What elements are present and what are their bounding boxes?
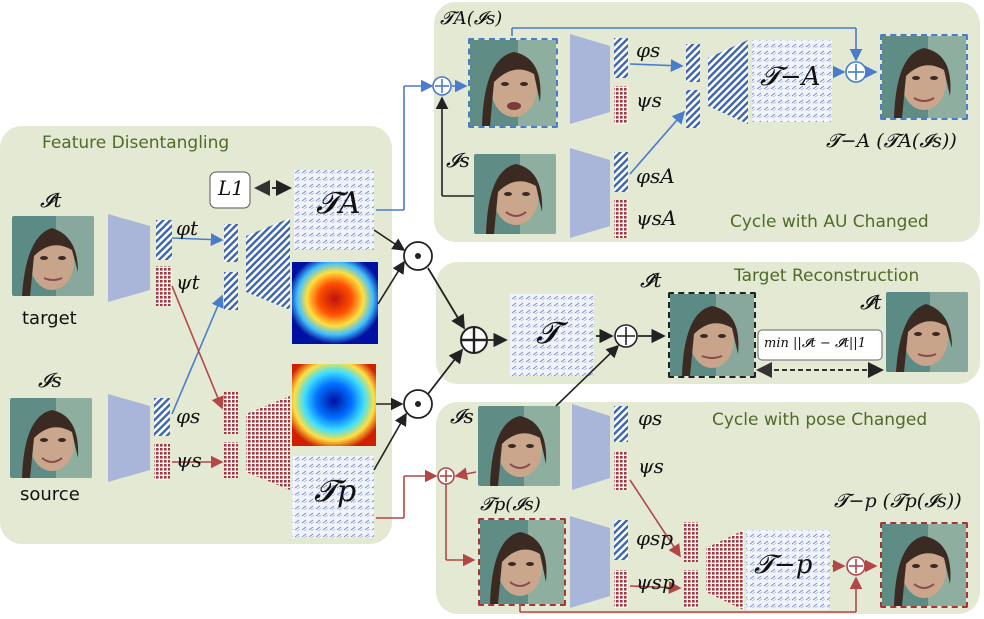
label-psi-s: ψs	[176, 448, 202, 472]
label-phi-s-cycle-au: φs	[636, 38, 661, 62]
concat-au-bottom	[224, 272, 238, 310]
label-psi-t: ψt	[176, 270, 200, 294]
face-ta-is	[468, 38, 558, 128]
face-tinvp-result	[880, 522, 968, 608]
label-psi-s-cycle-pose: ψs	[638, 454, 664, 478]
encoder-target	[108, 214, 150, 302]
encoder-cycle-au-bottom	[570, 148, 610, 238]
cycle-au-title: Cycle with AU Changed	[730, 212, 929, 232]
feature-phi-s	[154, 398, 170, 436]
face-it-hat	[668, 292, 756, 378]
feature-phi-s-pose	[614, 406, 628, 442]
encoder-cycle-pose-top	[572, 404, 610, 490]
label-tp: 𝓣p	[314, 474, 357, 509]
feature-disentangling-title: Feature Disentangling	[42, 133, 230, 153]
face-source	[10, 398, 92, 478]
face-target	[12, 216, 94, 296]
flow-inv-p	[746, 530, 830, 610]
flow-inv-a	[752, 40, 832, 122]
heatmap-pose	[292, 364, 376, 446]
target-reconstruction-title: Target Reconstruction	[734, 266, 920, 286]
label-tinv-p: 𝓣−p	[754, 550, 813, 580]
decoder-cycle-pose	[706, 530, 744, 610]
loss-box	[757, 329, 883, 361]
decoder-pose	[246, 396, 290, 490]
feature-psi-sp	[614, 570, 628, 608]
feature-phi-sa	[614, 152, 628, 192]
label-tinv-a: 𝓣−A	[760, 62, 821, 92]
label-it-target: 𝓘t	[40, 188, 62, 212]
label-is-cycle-pose: 𝓘s	[450, 404, 474, 428]
feature-phi-s-au	[614, 38, 628, 78]
label-phi-sp: φsp	[636, 526, 674, 550]
label-psi-sa: ψsA	[636, 206, 677, 230]
face-tinva-result	[880, 34, 968, 120]
label-psi-s-cycle-au: ψs	[636, 88, 662, 112]
label-min-loss: min ||𝓘t − 𝓘̂t||1	[764, 336, 866, 351]
label-phi-t: φt	[176, 216, 199, 240]
face-target-gt	[886, 292, 968, 372]
face-tp-is	[478, 518, 566, 606]
label-phi-s: φs	[176, 404, 201, 428]
label-phi-sa: φsA	[636, 164, 675, 188]
concat-cycle-au-bottom	[686, 90, 700, 128]
label-ta: 𝓣A	[316, 186, 361, 221]
caption-source: source	[20, 484, 80, 505]
arrow-phi-s-to-au	[171, 294, 224, 415]
flow-t	[510, 294, 594, 376]
l1-box	[209, 171, 251, 209]
feature-psi-s	[154, 444, 170, 480]
feature-phi-t	[156, 220, 172, 260]
face-is-au	[474, 154, 556, 234]
decoder-cycle-au	[708, 40, 748, 124]
concat-pose-bottom	[224, 442, 238, 478]
label-it-hat: 𝓘̂t	[640, 268, 662, 292]
label-is-cycle-au: 𝓘s	[446, 148, 470, 172]
label-l1: L1	[218, 176, 245, 200]
encoder-cycle-pose-bottom	[570, 516, 610, 608]
concat-au-top	[224, 224, 238, 262]
label-is-source: 𝓘s	[38, 368, 62, 392]
arrow-phi-t-to-au	[171, 233, 224, 246]
encoder-source	[108, 394, 150, 482]
feature-psi-t	[156, 266, 172, 306]
heatmap-au	[292, 262, 378, 344]
cycle-pose-title: Cycle with pose Changed	[712, 410, 928, 430]
label-tinvp-tp-is: 𝓣−p (𝓣p(𝓘s))	[834, 490, 962, 512]
concat-pose-top	[224, 392, 238, 434]
flow-ta	[294, 170, 374, 250]
label-it-gt: 𝓘t	[860, 290, 882, 314]
label-t: 𝓣	[536, 316, 559, 351]
concat-cycle-au-top	[686, 44, 700, 82]
feature-psi-sa	[614, 200, 628, 238]
concat-cycle-pose-top	[684, 522, 698, 562]
arrow-psi-t-to-pose	[171, 285, 224, 410]
label-tp-is: 𝓣p(𝓘s)	[480, 494, 541, 515]
feature-phi-sp	[614, 520, 628, 560]
encoder-cycle-au-top	[570, 34, 610, 124]
label-ta-is: 𝓣A(𝓘s)	[440, 8, 503, 29]
label-phi-s-cycle-pose: φs	[638, 406, 663, 430]
label-psi-sp: ψsp	[636, 570, 675, 594]
caption-target: target	[22, 308, 77, 329]
label-tinva-ta-is: 𝓣−A (𝓣A(𝓘s))	[826, 130, 957, 152]
feature-psi-s-pose	[614, 452, 628, 490]
flow-tp	[292, 456, 374, 538]
decoder-au	[246, 218, 290, 310]
concat-cycle-pose-bottom	[684, 570, 698, 608]
face-is-pose	[478, 406, 560, 486]
feature-psi-s-au	[614, 86, 628, 124]
